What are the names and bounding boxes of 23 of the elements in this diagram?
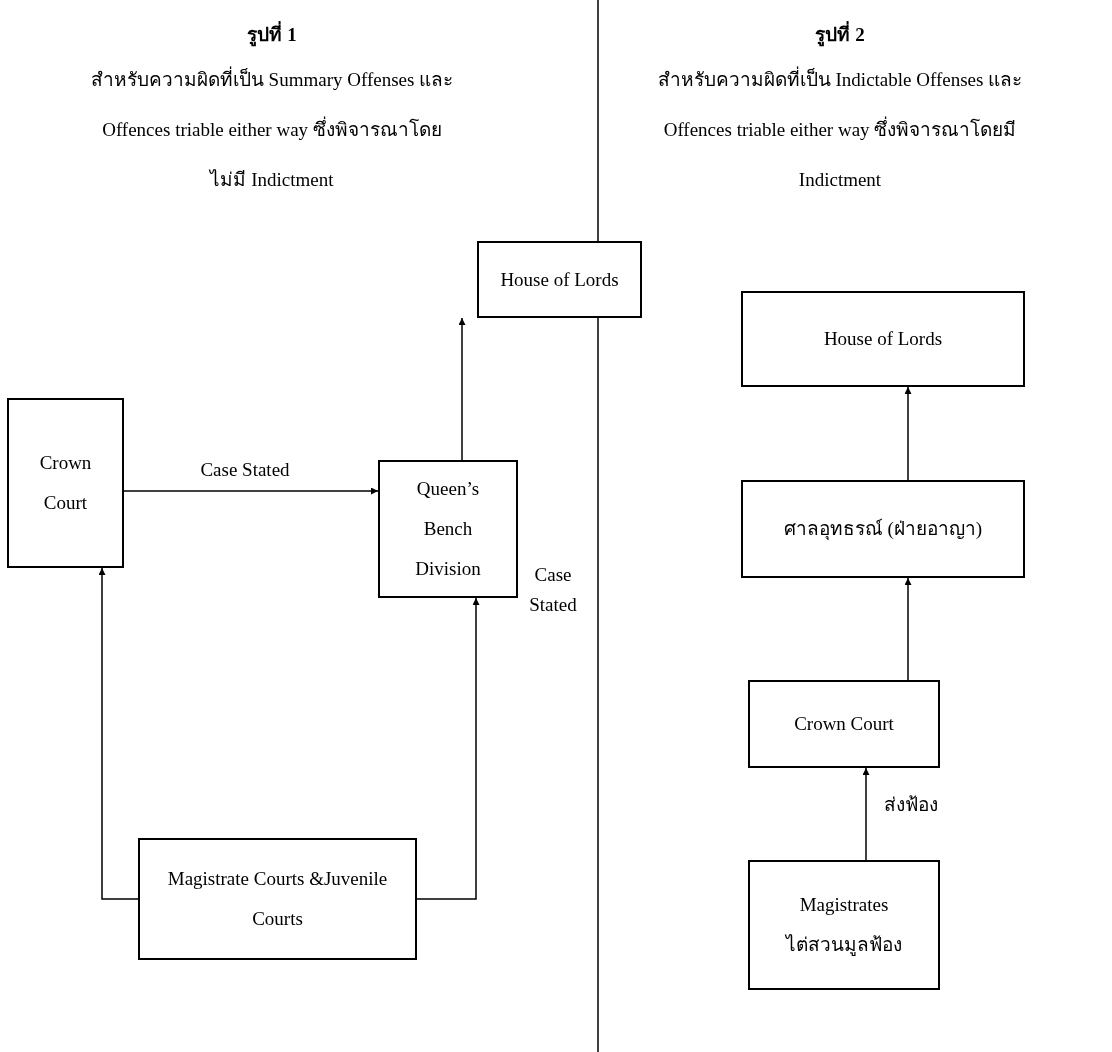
court-name: House of Lords bbox=[500, 267, 619, 292]
court-box bbox=[138, 838, 417, 960]
arrow bbox=[904, 577, 912, 681]
court-name: ศาลอุทธรณ์ (ฝ่ายอาญา) bbox=[783, 517, 983, 542]
arrow bbox=[862, 767, 870, 861]
court-box bbox=[7, 398, 124, 568]
court-name: Magistrate Courts &Juvenile Courts bbox=[166, 867, 389, 931]
court-box bbox=[741, 291, 1025, 387]
court-name: House of Lords bbox=[823, 327, 943, 352]
arrow bbox=[416, 597, 480, 900]
court-name: Crown Court bbox=[38, 451, 93, 515]
arrow bbox=[123, 487, 379, 495]
arrow bbox=[458, 317, 466, 461]
arrow bbox=[98, 567, 139, 900]
court-box bbox=[741, 480, 1025, 578]
court-name: Crown Court bbox=[794, 712, 894, 737]
court-name: Queen’s Bench Division bbox=[414, 477, 482, 581]
court-box bbox=[378, 460, 518, 598]
court-name: Magistrates ไต่สวนมูลฟ้อง bbox=[784, 893, 903, 958]
court-box bbox=[748, 860, 940, 990]
arrow bbox=[904, 386, 912, 481]
court-box bbox=[477, 241, 642, 318]
court-box bbox=[748, 680, 940, 768]
